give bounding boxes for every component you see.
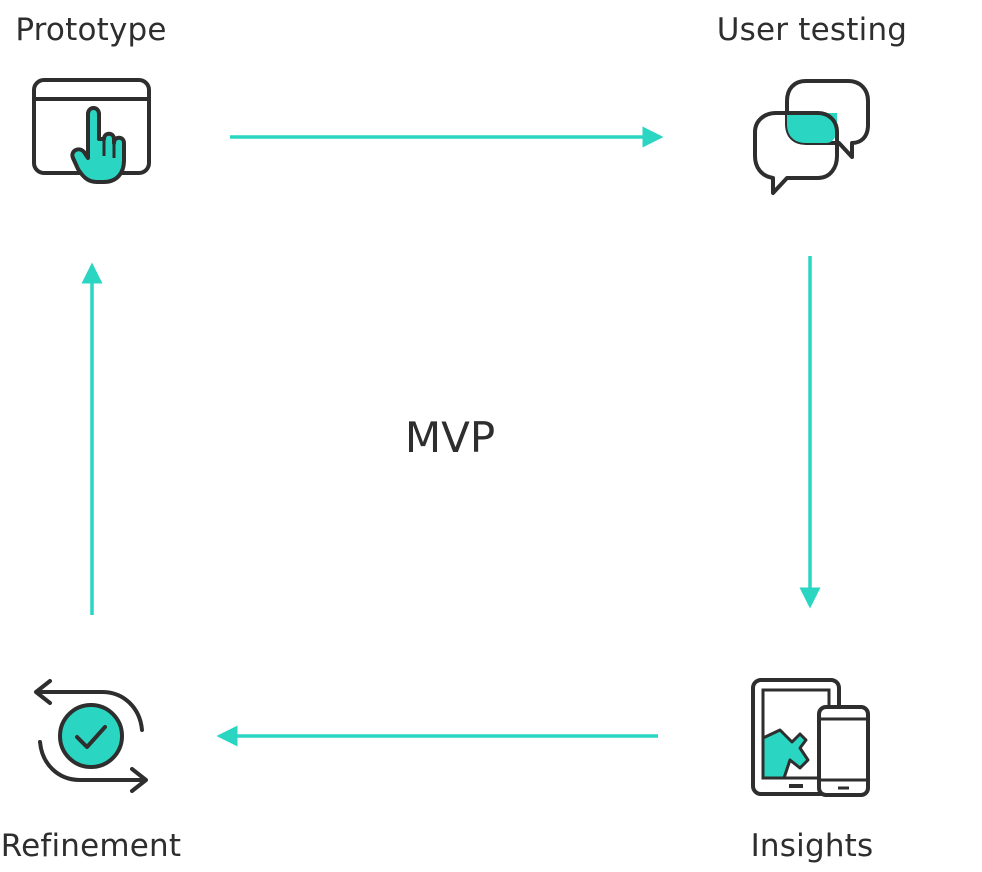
chat-bubbles-icon bbox=[753, 79, 870, 195]
step-label-user-testing: User testing bbox=[716, 12, 908, 48]
step-label-insights: Insights bbox=[750, 828, 874, 864]
step-label-refinement: Refinement bbox=[0, 828, 182, 864]
refresh-check-icon bbox=[34, 679, 148, 793]
center-label-mvp: MVP bbox=[404, 413, 496, 462]
step-label-prototype: Prototype bbox=[15, 12, 167, 48]
browser-hand-pointer-icon bbox=[32, 78, 151, 184]
tablet-phone-chart-icon bbox=[751, 678, 870, 797]
